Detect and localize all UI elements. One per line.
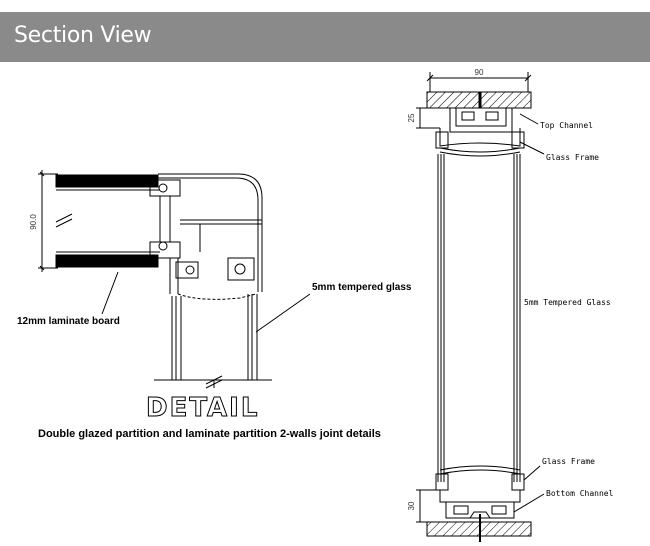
glass-leader: [255, 293, 311, 333]
top-channel-label: Top Channel: [540, 121, 593, 130]
laminate-label: 12mm laminate board: [17, 316, 120, 327]
top-band: [0, 0, 650, 12]
bottom-channel: [439, 490, 521, 519]
detail-dimension: [38, 170, 73, 272]
section-glass-panes: [437, 154, 521, 482]
glass-frame-bottom-leader: [523, 465, 541, 481]
laminate-leader: [101, 271, 119, 315]
detail-dim-label: 90.0: [29, 214, 38, 230]
bottom-channel-label: Bottom Channel: [546, 489, 614, 498]
corner-post: [149, 173, 263, 300]
bottom-channel-dimension: [416, 489, 440, 523]
section-width-label: 90: [475, 68, 484, 77]
section-header: Section View: [0, 12, 650, 62]
detail-word: DETAIL: [146, 393, 259, 423]
top-channel-dimension: [416, 107, 440, 129]
top-channel-leader: [519, 113, 539, 125]
bottom-dim-label: 30: [407, 501, 416, 510]
laminate-board-bottom: [55, 254, 159, 268]
bottom-glass-frame: [435, 465, 525, 491]
bottom-channel-leader: [513, 493, 545, 513]
section-width-dimension: [426, 72, 532, 92]
glass-frame-top-leader: [519, 141, 545, 155]
top-glass-frame: [435, 131, 525, 157]
top-channel: [439, 108, 521, 147]
glass-panes: [154, 294, 272, 389]
glass-frame-top-label: Glass Frame: [546, 153, 599, 162]
laminate-board-top: [55, 174, 159, 188]
detail-caption: Double glazed partition and laminate par…: [38, 428, 381, 440]
glass-frame-bottom-label: Glass Frame: [542, 457, 595, 466]
section-drawing: [416, 72, 545, 542]
glass-label: 5mm tempered glass: [312, 282, 412, 293]
section-title: Section View: [14, 23, 152, 48]
drawing-canvas: 90.0: [17, 68, 614, 542]
top-dim-label: 25: [407, 113, 416, 122]
detail-drawing: 90.0: [29, 170, 311, 389]
tempered-glass-label: 5mm Tempered Glass: [524, 298, 611, 307]
